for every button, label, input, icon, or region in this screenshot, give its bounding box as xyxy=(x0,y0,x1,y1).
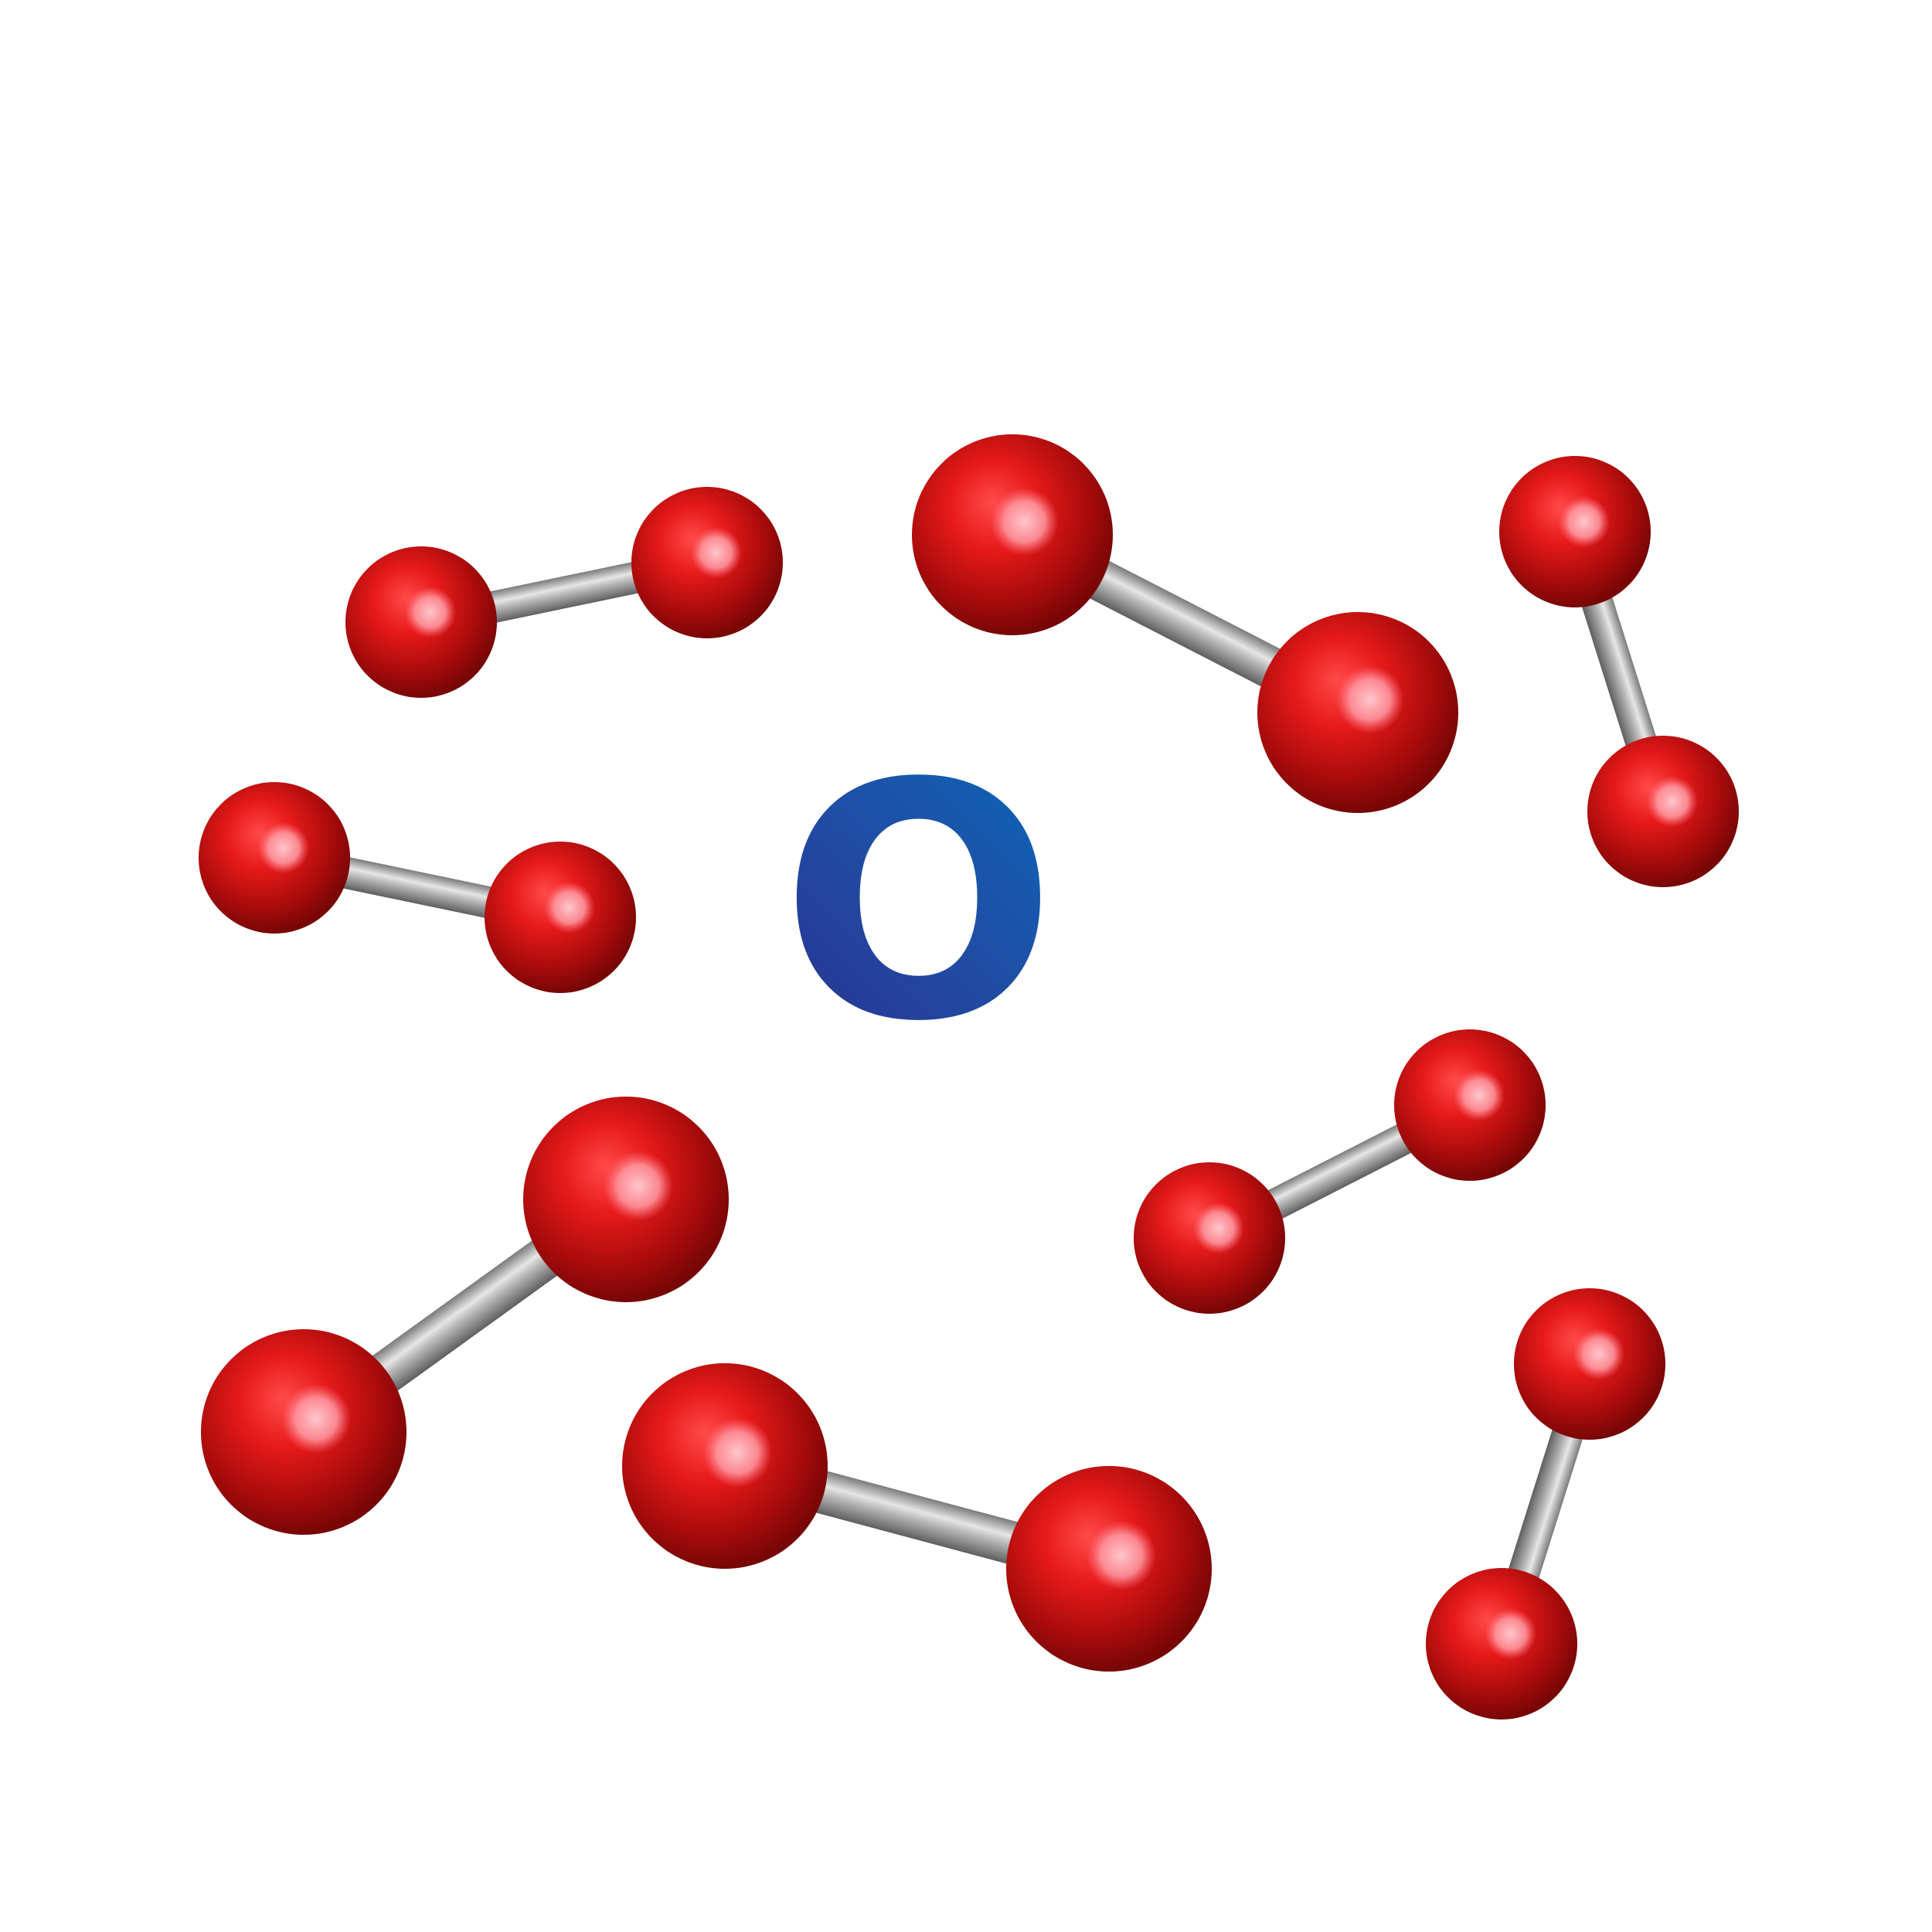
molecule-1-atom-1 xyxy=(345,546,497,698)
molecule-5-atom-1 xyxy=(201,1329,406,1535)
molecule-2-atom-1 xyxy=(912,434,1113,635)
molecule-3-atom-2 xyxy=(1587,736,1739,887)
molecule-6-atom-2 xyxy=(1006,1466,1212,1672)
molecule-2-atom-2 xyxy=(1257,612,1458,813)
formula-subscript: 2 xyxy=(1061,861,1177,1055)
molecule-8-atom-2 xyxy=(1426,1568,1577,1719)
molecule-4-atom-1 xyxy=(199,782,350,934)
molecule-3-atom-1 xyxy=(1499,456,1651,607)
o2-formula: O2 xyxy=(781,742,1177,1066)
molecule-6-atom-1 xyxy=(622,1363,828,1569)
molecule-4-atom-2 xyxy=(485,842,636,993)
atoms-layer xyxy=(199,434,1739,1719)
formula-symbol: O xyxy=(781,715,1054,1093)
molecule-1-atom-2 xyxy=(631,487,783,638)
molecule-7-atom-2 xyxy=(1394,1029,1546,1181)
molecule-5-atom-2 xyxy=(523,1097,729,1302)
molecule-8-atom-1 xyxy=(1514,1288,1665,1440)
molecule-7-atom-1 xyxy=(1134,1162,1285,1314)
